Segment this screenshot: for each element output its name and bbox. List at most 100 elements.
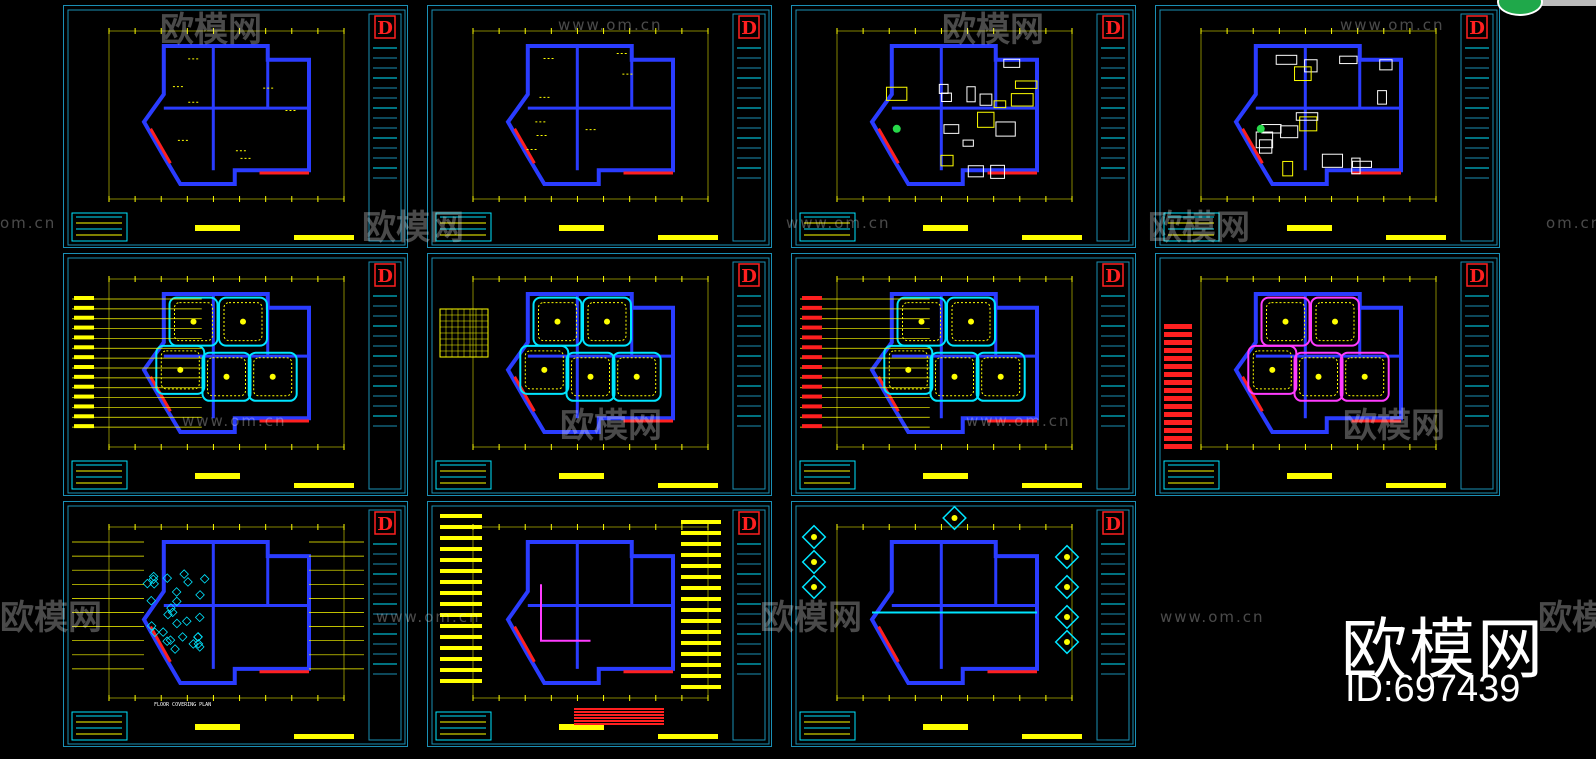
floor-tile [162,573,173,583]
sheet-title-bar [1022,734,1082,739]
legend-entry [681,531,721,535]
schedule-row [1164,420,1192,425]
schedule-row [1164,388,1192,393]
annotation-tag [74,335,94,340]
drawing-title-bar [923,473,968,479]
light-fixture-icon [177,366,184,373]
legend-entry [440,668,482,672]
sheet-title-bar [294,483,354,488]
exterior-wall [505,44,675,186]
floor-tile [170,644,180,654]
elevation-marker-dot [1064,584,1070,590]
floor-plan [439,292,675,434]
exterior-wall [869,44,1039,186]
floor-tile [146,621,157,631]
drawing-title-bar [195,225,240,231]
schedule-row [1164,348,1192,353]
dimension-frame [836,278,1073,448]
sheet-drawing: D [795,9,1134,246]
legend-box [71,212,128,242]
furniture [1014,80,1038,89]
legend-entry [681,685,721,689]
ceiling-tray [896,296,947,347]
legend-entry [440,558,482,562]
furniture [1321,153,1344,168]
light-fixture-icon [541,366,548,373]
sheet-drawing: D [431,257,770,494]
sheet-title-bar [1386,235,1446,240]
sheet-title-bar [1022,235,1082,240]
ceiling-inner [524,350,564,390]
legend-entry [440,569,482,573]
floor-tile [146,595,157,606]
sheet-border [795,257,1134,494]
floor-tile [149,579,159,589]
floor-tile [195,590,205,600]
annotation-tag [74,325,94,330]
balcony-edge [877,625,900,663]
annotation-tag [802,424,822,429]
drawing-title-bar [559,473,604,479]
furniture [941,92,952,103]
watermark-brand: 欧模网 [1538,598,1596,638]
ceiling-inner [1266,302,1305,342]
legend-box [1163,460,1220,490]
floor-tile [179,569,189,579]
elevation-marker-dot [811,534,817,540]
floor-plan [869,44,1039,186]
ceiling-tray [1310,296,1360,347]
sheet-drawing: D [431,9,770,246]
drawing-sheet-ceiling-plan[interactable]: D [63,253,408,496]
dimension-frame [108,278,345,448]
legend-box [435,711,492,741]
schedule-row [1164,372,1192,377]
balcony-edge [513,625,536,663]
drawing-sheet-plan-demolition[interactable]: D [427,5,772,248]
drawing-sheet-elevation-index[interactable]: D [791,501,1136,747]
preview-id-label: ID:697439 [1345,668,1521,710]
legend-box [71,711,128,741]
ceiling-tray [168,296,219,347]
drawing-sheet-lighting-plan[interactable]: D [791,253,1136,496]
title-block [1096,13,1130,242]
logo-frame [1102,511,1124,535]
logo-mark: D [741,266,757,287]
notes-line [574,714,664,716]
light-fixture-icon [1361,373,1368,380]
drawing-sheet-ceiling-color[interactable]: D [1155,253,1500,496]
annotation-tag [802,394,822,399]
drawing-sheet-plan-original[interactable]: D [63,5,408,248]
logo-frame [1466,263,1488,287]
floor-tile [166,603,176,613]
sheet-border [67,505,406,745]
balcony-edge [149,128,172,165]
drawing-sheet-electrical-plan[interactable]: D [427,501,772,747]
floor-plan [1164,292,1403,449]
elevation-marker-icon [942,505,967,531]
schedule-row [1164,396,1192,401]
sheet-drawing: D [431,505,770,745]
legend-entry [681,663,721,667]
notes-line [574,723,664,725]
ceiling-tray [975,351,1026,402]
title-block [1460,261,1494,490]
status-indicator-icon[interactable] [1497,0,1543,16]
title-block [732,509,766,741]
drawing-sheet-plan-furniture-b[interactable]: D [1155,5,1500,248]
schedule-row [1164,324,1192,329]
sheet-border [431,9,770,246]
floor-tile [148,571,159,582]
furniture [979,93,993,106]
floor-tile [171,596,182,607]
logo-frame [374,15,396,39]
drawing-sheet-plan-furniture-a[interactable]: D [791,5,1136,248]
exterior-wall [141,44,311,186]
furniture [995,121,1016,137]
schedule-row [1164,332,1192,337]
elevation-marker-dot [811,559,817,565]
drawing-sheet-ceiling-detail[interactable]: D [427,253,772,496]
legend-box [435,460,492,490]
furniture [1299,116,1318,132]
